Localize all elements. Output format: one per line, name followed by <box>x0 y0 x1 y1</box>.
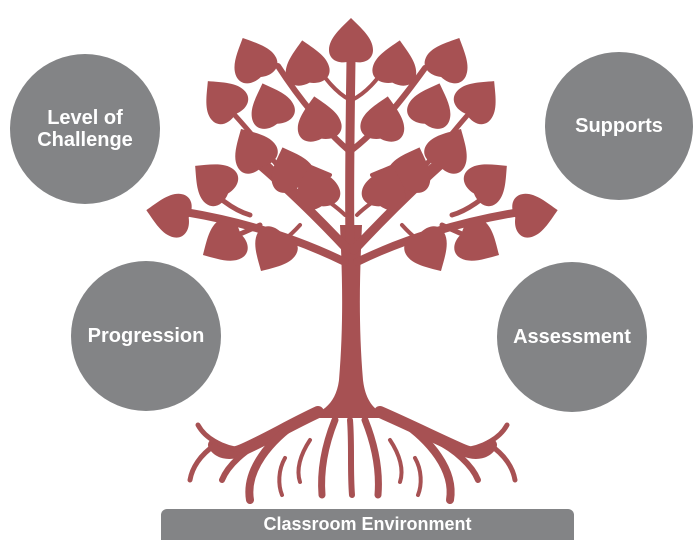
circle-level-of-challenge-label: Level of Challenge <box>37 107 133 151</box>
tree-roots <box>187 406 518 504</box>
tree-trunk <box>300 225 398 418</box>
classroom-environment-label: Classroom Environment <box>263 514 472 534</box>
circle-supports-label: Supports <box>575 115 663 137</box>
circle-assessment: Assessment <box>497 262 647 412</box>
circle-progression: Progression <box>71 261 221 411</box>
classroom-environment-bar: Classroom Environment <box>161 509 574 540</box>
circle-progression-label: Progression <box>87 325 205 347</box>
circle-supports: Supports <box>545 52 693 200</box>
circle-assessment-label: Assessment <box>513 326 631 348</box>
circle-level-of-challenge: Level of Challenge <box>10 54 160 204</box>
